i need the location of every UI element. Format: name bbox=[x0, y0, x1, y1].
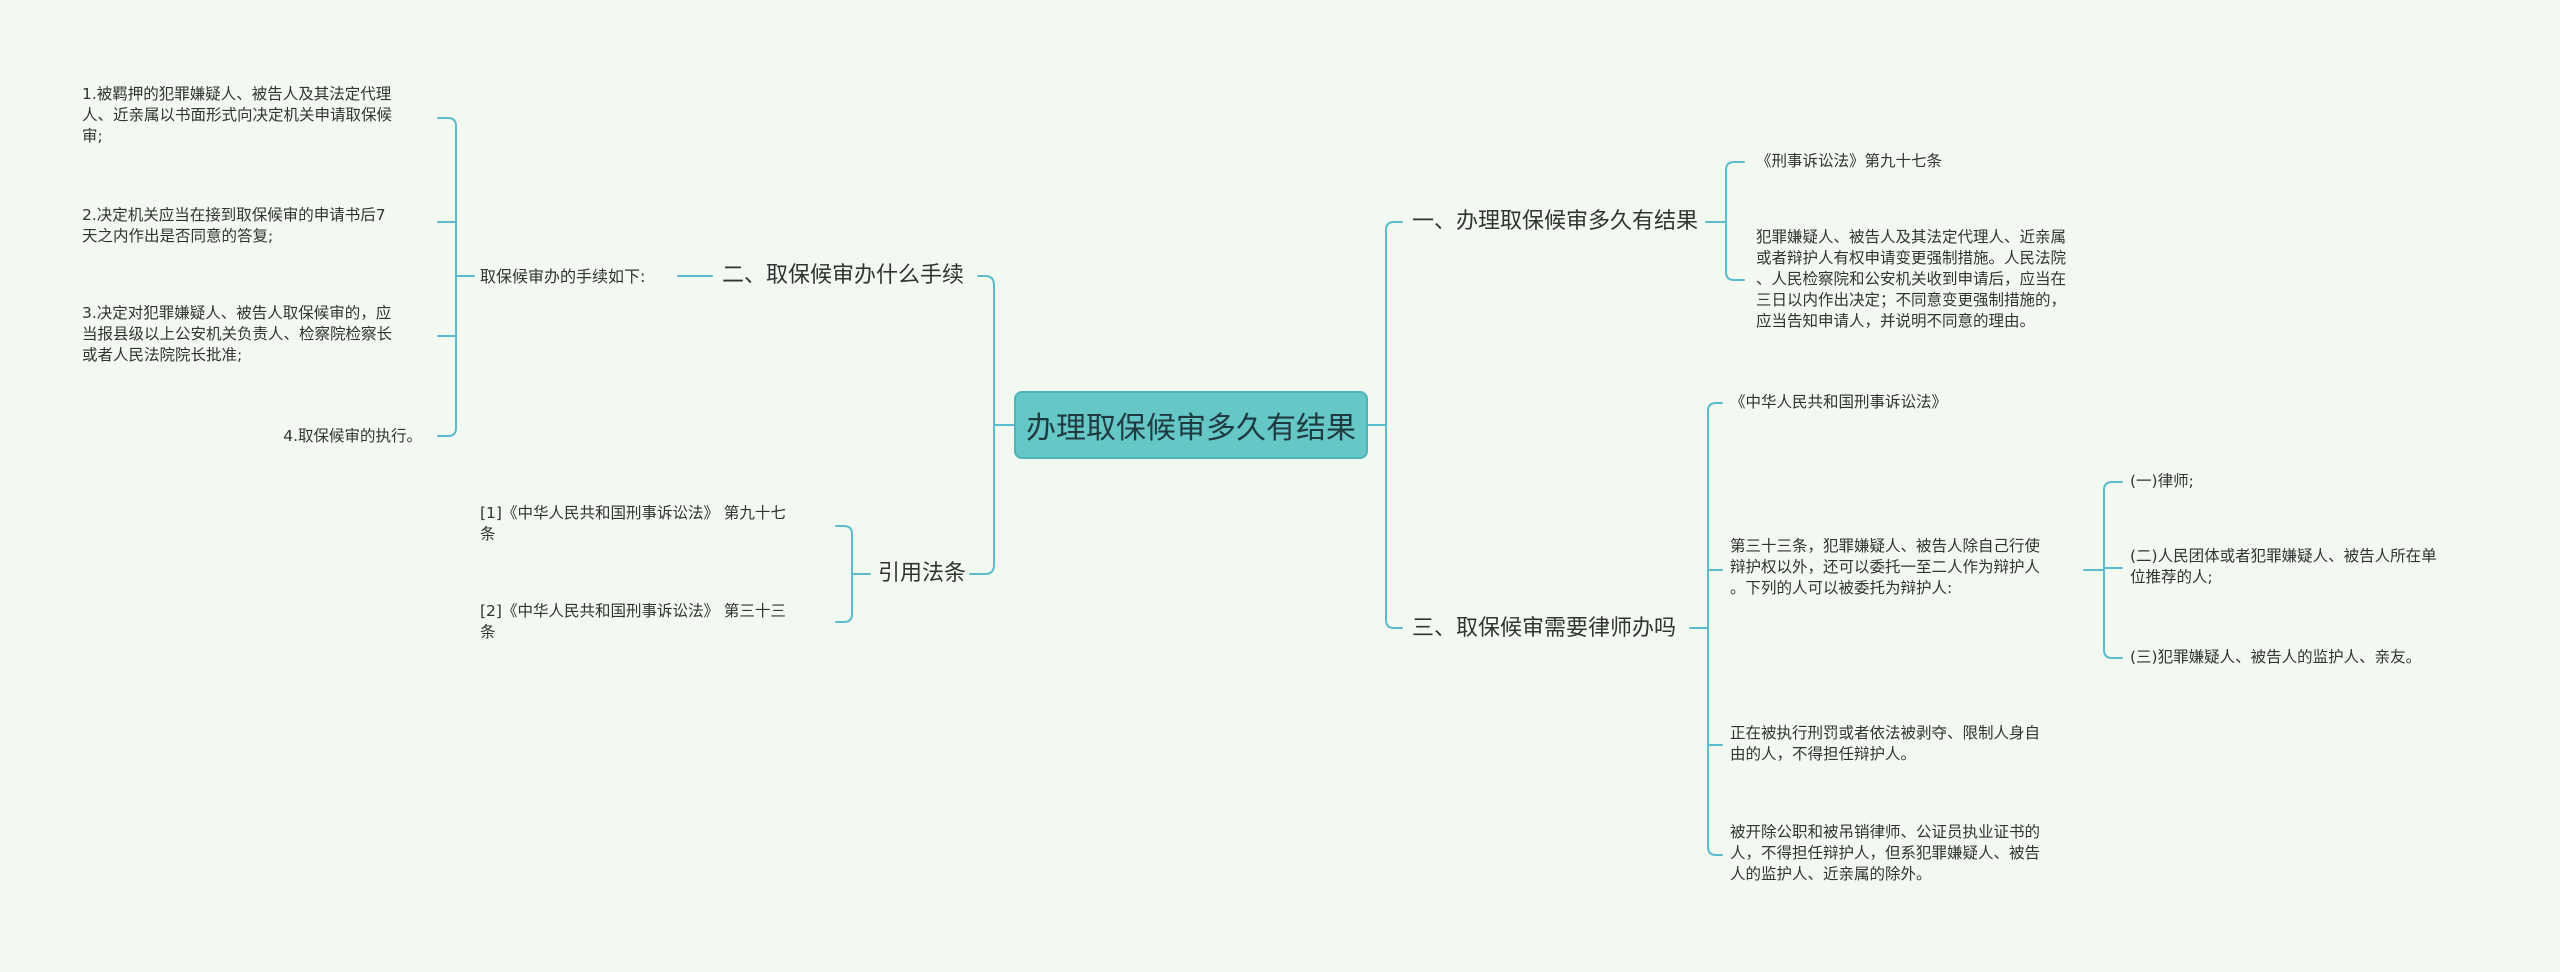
procedure-item-4[interactable]: 4.取保候审的执行。 bbox=[283, 427, 422, 445]
branch-need-lawyer[interactable]: 三、取保候审需要律师办吗 bbox=[1412, 616, 1677, 641]
root-node[interactable]: 办理取保候审多久有结果 bbox=[1014, 391, 1368, 459]
defender-type-1[interactable]: (一)律师; bbox=[2130, 472, 2194, 490]
cited-law-2[interactable]: [2]《中华人民共和国刑事诉讼法》 第三十三 条 bbox=[480, 602, 786, 641]
connector-27 bbox=[1725, 161, 1745, 171]
connector-35 bbox=[1707, 846, 1723, 856]
procedure-item-2[interactable]: 2.决定机关应当在接到取保候审的申请书后7 天之内作出是否同意的答复; bbox=[82, 206, 386, 245]
procedure-item-1[interactable]: 1.被羁押的犯罪嫌疑人、被告人及其法定代理 人、近亲属以书面形式向决定机关申请取… bbox=[82, 85, 393, 145]
cited-law-1[interactable]: [1]《中华人民共和国刑事诉讼法》 第九十七 条 bbox=[480, 504, 786, 543]
connector-23 bbox=[835, 613, 853, 623]
lawyer-restriction-1[interactable]: 正在被执行刑罚或者依法被剥夺、限制人身自 由的人，不得担任辩护人。 bbox=[1730, 724, 2041, 763]
connector-28 bbox=[1725, 271, 1745, 281]
connector-15 bbox=[437, 117, 457, 127]
connector-32 bbox=[1707, 402, 1723, 412]
branch-cited-laws[interactable]: 引用法条 bbox=[878, 561, 967, 586]
result-law-text[interactable]: 犯罪嫌疑人、被告人及其法定代理人、近亲属 或者辩护人有权申请变更强制措施。人民法… bbox=[1756, 228, 2067, 330]
connector-4 bbox=[977, 275, 995, 286]
connector-18 bbox=[437, 427, 457, 437]
procedure-item-3[interactable]: 3.决定对犯罪嫌疑人、被告人取保候审的，应 当报县级以上公安机关负责人、检察院检… bbox=[82, 304, 393, 364]
defender-type-3[interactable]: (三)犯罪嫌疑人、被告人的监护人、亲友。 bbox=[2130, 648, 2422, 666]
defender-type-2[interactable]: (二)人民团体或者犯罪嫌疑人、被告人所在单 位推荐的人; bbox=[2130, 547, 2437, 586]
connector-5 bbox=[969, 564, 995, 575]
branch-result-time[interactable]: 一、办理取保候审多久有结果 bbox=[1412, 209, 1699, 234]
result-law-title[interactable]: 《刑事诉讼法》第九十七条 bbox=[1756, 152, 1943, 170]
connector-39 bbox=[2103, 481, 2123, 491]
branch-procedures[interactable]: 二、取保候审办什么手续 bbox=[722, 263, 965, 288]
lawyer-law-title[interactable]: 《中华人民共和国刑事诉讼法》 bbox=[1730, 393, 1948, 411]
connector-41 bbox=[2103, 649, 2123, 659]
connector-10 bbox=[1385, 619, 1403, 629]
lawyer-article-33[interactable]: 第三十三条，犯罪嫌疑人、被告人除自己行使 辩护权以外，还可以委托一至二人作为辩护… bbox=[1730, 537, 2041, 597]
lawyer-restriction-2[interactable]: 被开除公职和被吊销律师、公证员执业证书的 人，不得担任辩护人，但系犯罪嫌疑人、被… bbox=[1730, 823, 2041, 883]
connector-22 bbox=[835, 525, 853, 535]
procedures-intro[interactable]: 取保候审办的手续如下: bbox=[480, 267, 646, 286]
connector-9 bbox=[1385, 221, 1403, 231]
